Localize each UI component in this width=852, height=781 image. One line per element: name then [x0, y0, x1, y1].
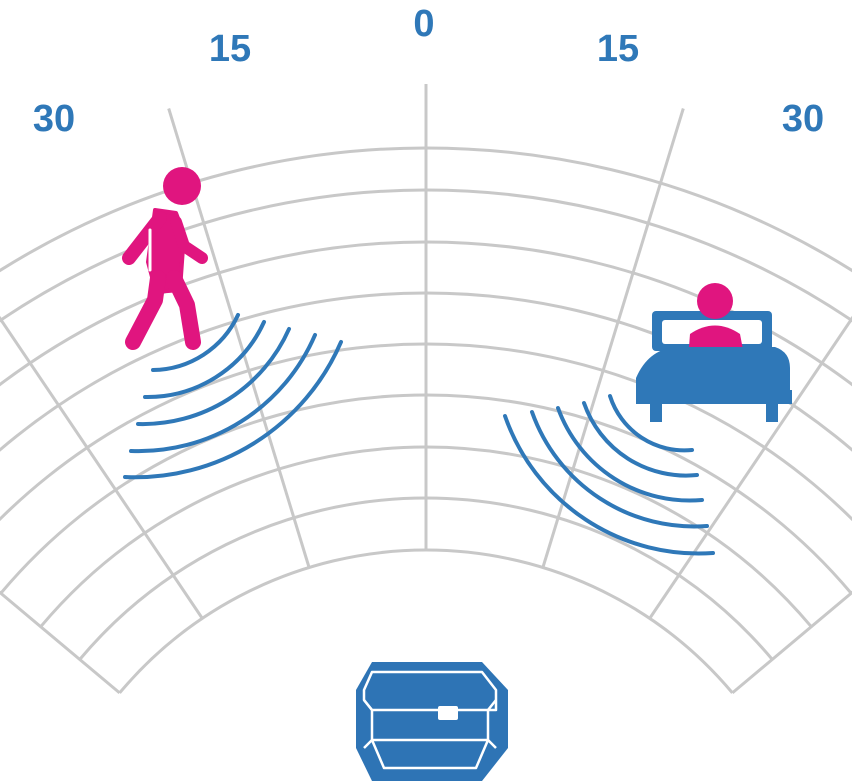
angle-label-0: 0 [413, 3, 434, 45]
angle-label-15-left: 15 [209, 28, 251, 70]
signal-waves-right [503, 394, 715, 556]
range-arc [118, 548, 734, 694]
person-in-bed-icon [636, 283, 792, 422]
angle-label-30-right: 30 [782, 98, 824, 140]
walking-person-icon [122, 167, 208, 350]
angle-radial-line [731, 590, 852, 695]
angle-radial-line [0, 590, 121, 695]
signal-waves-left [123, 313, 343, 480]
angle-label-30-left: 30 [33, 98, 75, 140]
angle-label-15-right: 15 [597, 28, 639, 70]
radar-sensor-icon [356, 662, 508, 781]
angle-radial-line [0, 315, 204, 620]
angle-radial-line [541, 108, 685, 568]
coverage-grid [0, 84, 852, 695]
